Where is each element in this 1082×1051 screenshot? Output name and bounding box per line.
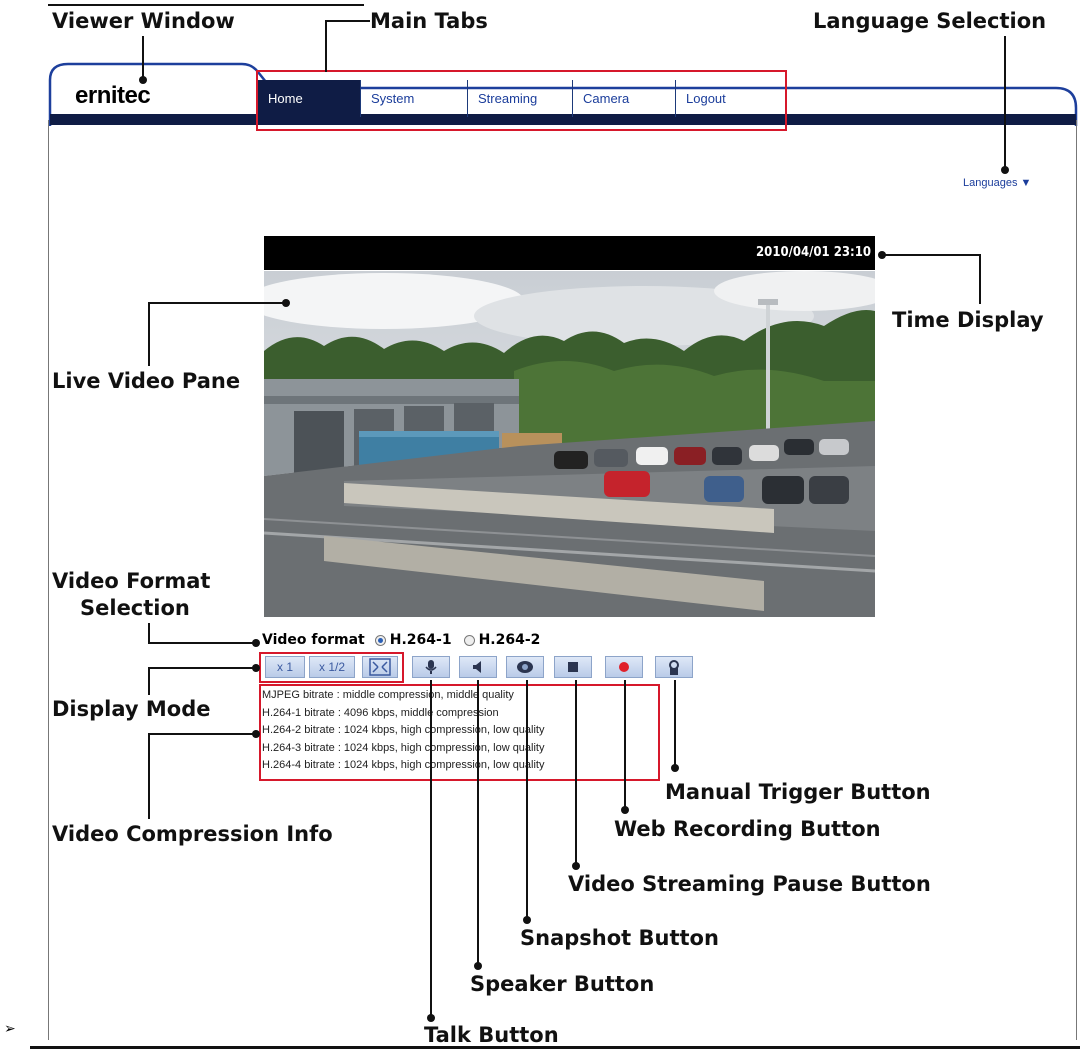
compression-line: H.264-4 bitrate : 1024 kbps, high compre…	[262, 759, 545, 771]
callout-viewer-window: Viewer Window	[52, 9, 235, 33]
leader-line	[624, 680, 626, 810]
leader-line	[325, 20, 370, 22]
leader-dot	[523, 916, 531, 924]
leader-dot	[282, 299, 290, 307]
top-rule	[48, 4, 364, 6]
radio-h264-2-label: H.264-2	[478, 632, 541, 648]
leader-line	[674, 680, 676, 768]
video-format-label: Video format	[262, 632, 365, 648]
callout-video-format-selection: Video Format	[52, 569, 211, 593]
callout-display-mode: Display Mode	[52, 697, 211, 721]
video-header-bar: 2010/04/01 23:10	[264, 236, 875, 270]
leader-dot	[621, 806, 629, 814]
tab-system[interactable]: System	[361, 80, 468, 117]
speaker-icon	[473, 661, 481, 673]
video-format-selection: Video format H.264-1 H.264-2	[262, 632, 540, 648]
callout-language-selection: Language Selection	[813, 9, 1047, 33]
camera-icon	[517, 661, 533, 673]
callout-snapshot: Snapshot Button	[520, 926, 719, 950]
radio-h264-1-label: H.264-1	[389, 632, 452, 648]
tab-streaming[interactable]: Streaming	[468, 80, 573, 117]
leader-dot	[671, 764, 679, 772]
main-tabs: Home System Streaming Camera Logout	[258, 80, 783, 117]
compression-line: H.264-1 bitrate : 4096 kbps, middle comp…	[262, 706, 499, 719]
compression-line: MJPEG bitrate : middle compression, midd…	[262, 689, 514, 701]
streaming-pause-button[interactable]	[554, 656, 592, 678]
callout-main-tabs: Main Tabs	[370, 9, 488, 33]
leader-line	[148, 733, 256, 735]
speaker-button[interactable]	[459, 656, 497, 678]
leader-dot	[139, 76, 147, 84]
callout-time-display: Time Display	[892, 308, 1044, 332]
display-fullscreen-button[interactable]	[362, 656, 398, 678]
display-mode-highlight	[259, 652, 404, 683]
callout-video-compression-info: Video Compression Info	[52, 822, 333, 846]
callout-web-recording: Web Recording Button	[614, 817, 881, 841]
callout-talk: Talk Button	[424, 1023, 559, 1047]
leader-dot	[572, 862, 580, 870]
leader-line	[477, 680, 479, 966]
leader-line	[148, 667, 150, 695]
radio-h264-2[interactable]	[463, 634, 475, 646]
window-left-border	[48, 120, 49, 1040]
live-video-image	[264, 271, 875, 617]
leader-dot	[427, 1014, 435, 1022]
leader-line	[325, 20, 327, 72]
live-video-pane[interactable]	[264, 271, 875, 617]
bullet-marker: ➢	[4, 1020, 16, 1036]
time-display: 2010/04/01 23:10	[756, 245, 871, 260]
callout-manual-trigger: Manual Trigger Button	[665, 780, 931, 804]
leader-dot	[474, 962, 482, 970]
leader-line	[148, 667, 256, 669]
leader-line	[882, 254, 980, 256]
leader-line	[148, 302, 150, 366]
manual-trigger-button[interactable]	[655, 656, 693, 678]
leader-dot	[1001, 166, 1009, 174]
leader-line	[526, 680, 528, 920]
viewer-window-frame	[48, 62, 1078, 126]
leader-line	[148, 623, 150, 643]
tab-logout[interactable]: Logout	[686, 91, 726, 106]
leader-line	[1004, 36, 1006, 170]
leader-line	[148, 642, 256, 644]
callout-streaming-pause: Video Streaming Pause Button	[568, 872, 931, 896]
trigger-icon	[669, 660, 679, 675]
compression-line: H.264-3 bitrate : 1024 kbps, high compre…	[262, 741, 545, 754]
radio-h264-1[interactable]	[374, 634, 386, 646]
compression-line: H.264-2 bitrate : 1024 kbps, high compre…	[262, 724, 545, 736]
microphone-icon	[425, 660, 437, 674]
leader-line	[142, 36, 144, 80]
web-recording-button[interactable]	[605, 656, 643, 678]
fullscreen-icon	[369, 658, 391, 676]
main-tabs-highlight	[256, 70, 787, 131]
video-compression-info: MJPEG bitrate : middle compression, midd…	[262, 687, 545, 775]
display-x-half-button[interactable]: x 1/2	[309, 656, 355, 678]
leader-dot	[252, 664, 260, 672]
record-icon	[619, 662, 629, 672]
ernitec-logo: ernitec	[75, 82, 151, 109]
talk-button[interactable]	[412, 656, 450, 678]
language-selector[interactable]: Languages ▼	[963, 177, 1032, 189]
leader-line	[148, 733, 150, 819]
leader-dot	[252, 730, 260, 738]
leader-line	[575, 680, 577, 866]
callout-live-video-pane: Live Video Pane	[52, 369, 241, 393]
stop-icon	[568, 662, 578, 672]
leader-line	[148, 302, 286, 304]
leader-line	[979, 254, 981, 304]
leader-dot	[252, 639, 260, 647]
leader-line	[430, 680, 432, 1018]
window-right-border	[1076, 120, 1077, 1040]
callout-video-format-selection-2: Selection	[80, 596, 190, 620]
compression-info-highlight	[259, 684, 660, 781]
snapshot-button[interactable]	[506, 656, 544, 678]
tab-home[interactable]: Home	[258, 80, 361, 117]
bottom-rule	[30, 1046, 1080, 1049]
display-x1-button[interactable]: x 1	[265, 656, 305, 678]
tab-camera[interactable]: Camera	[573, 80, 676, 117]
callout-speaker: Speaker Button	[470, 972, 655, 996]
